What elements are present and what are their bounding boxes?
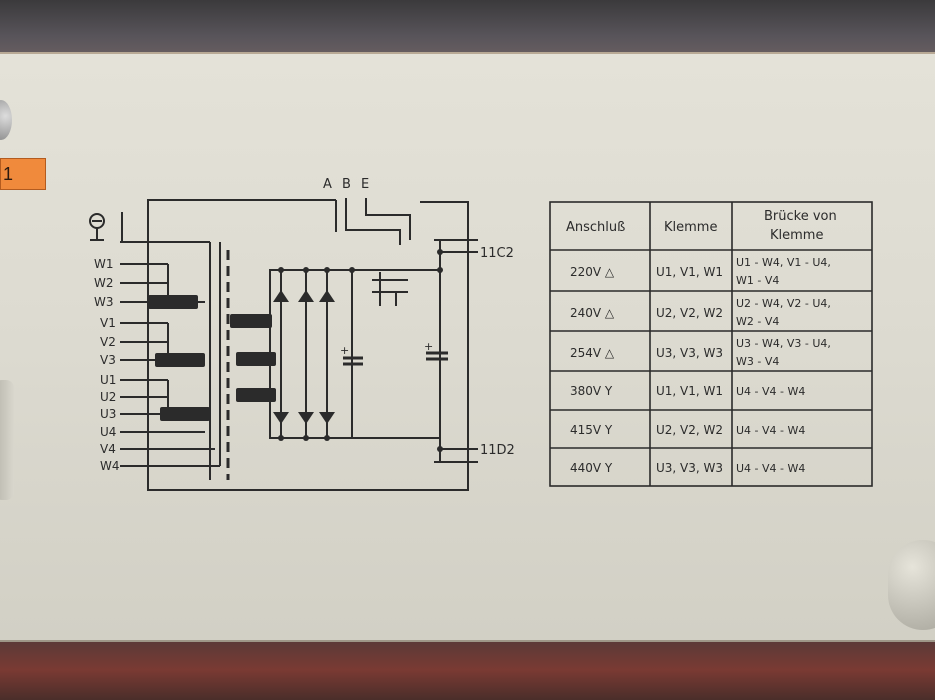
- row1-anschluss: 220V △: [570, 265, 615, 279]
- row3-bruecke-2: W3 - V4: [736, 355, 779, 368]
- row5-anschluss: 415V Y: [570, 423, 613, 437]
- terminal-a-label: A: [323, 177, 332, 192]
- left-label-v1: V1: [100, 316, 116, 330]
- row5-klemme: U2, V2, W2: [656, 423, 723, 437]
- capacitor-plus-2: +: [424, 340, 433, 353]
- left-label-v3: V3: [100, 353, 116, 367]
- left-label-v2: V2: [100, 335, 116, 349]
- terminal-11c2-label: 11C2: [480, 246, 514, 261]
- row6-anschluss: 440V Y: [570, 461, 613, 475]
- header-bruecke-line1: Brücke von: [764, 209, 837, 224]
- row2-bruecke-2: W2 - V4: [736, 315, 779, 328]
- left-label-u2: U2: [100, 390, 116, 404]
- row1-bruecke-1: U1 - W4, V1 - U4,: [736, 256, 831, 269]
- row1-bruecke-2: W1 - V4: [736, 274, 779, 287]
- left-label-u3: U3: [100, 407, 116, 421]
- left-label-u4: U4: [100, 425, 116, 439]
- terminal-b-label: B: [342, 177, 351, 192]
- header-bruecke-line2: Klemme: [770, 228, 823, 243]
- panel-screw: [0, 100, 12, 140]
- row4-anschluss: 380V Y: [570, 384, 613, 398]
- row3-anschluss: 254V △: [570, 346, 615, 360]
- terminal-e-label: E: [361, 177, 369, 192]
- left-label-w2: W2: [94, 276, 114, 290]
- panel-knob: [888, 540, 935, 630]
- left-label-v4: V4: [100, 442, 116, 456]
- row1-klemme: U1, V1, W1: [656, 265, 723, 279]
- row3-bruecke-1: U3 - W4, V3 - U4,: [736, 337, 831, 350]
- orange-label-tag: 1: [0, 158, 46, 190]
- row4-bruecke-1: U4 - V4 - W4: [736, 385, 805, 398]
- background-wires-top: [0, 0, 935, 60]
- left-label-w3: W3: [94, 295, 114, 309]
- row2-anschluss: 240V △: [570, 306, 615, 320]
- row6-bruecke-1: U4 - V4 - W4: [736, 462, 805, 475]
- panel-side-handle: [0, 380, 14, 500]
- row2-bruecke-1: U2 - W4, V2 - U4,: [736, 297, 831, 310]
- connection-table: Anschluß Klemme Brücke von Klemme 220V △…: [549, 201, 873, 487]
- row4-klemme: U1, V1, W1: [656, 384, 723, 398]
- background-wires-bottom: [0, 640, 935, 700]
- left-label-w4: W4: [100, 459, 120, 473]
- row6-klemme: U3, V3, W3: [656, 461, 723, 475]
- left-label-w1: W1: [94, 257, 114, 271]
- terminal-11d2-label: 11D2: [480, 443, 515, 458]
- header-anschluss: Anschluß: [566, 220, 625, 235]
- capacitor-plus-1: +: [340, 344, 349, 357]
- left-label-u1: U1: [100, 373, 116, 387]
- row5-bruecke-1: U4 - V4 - W4: [736, 424, 805, 437]
- table-rows: 220V △ U1, V1, W1 U1 - W4, V1 - U4, W1 -…: [570, 256, 831, 475]
- header-klemme: Klemme: [664, 220, 717, 235]
- row2-klemme: U2, V2, W2: [656, 306, 723, 320]
- row3-klemme: U3, V3, W3: [656, 346, 723, 360]
